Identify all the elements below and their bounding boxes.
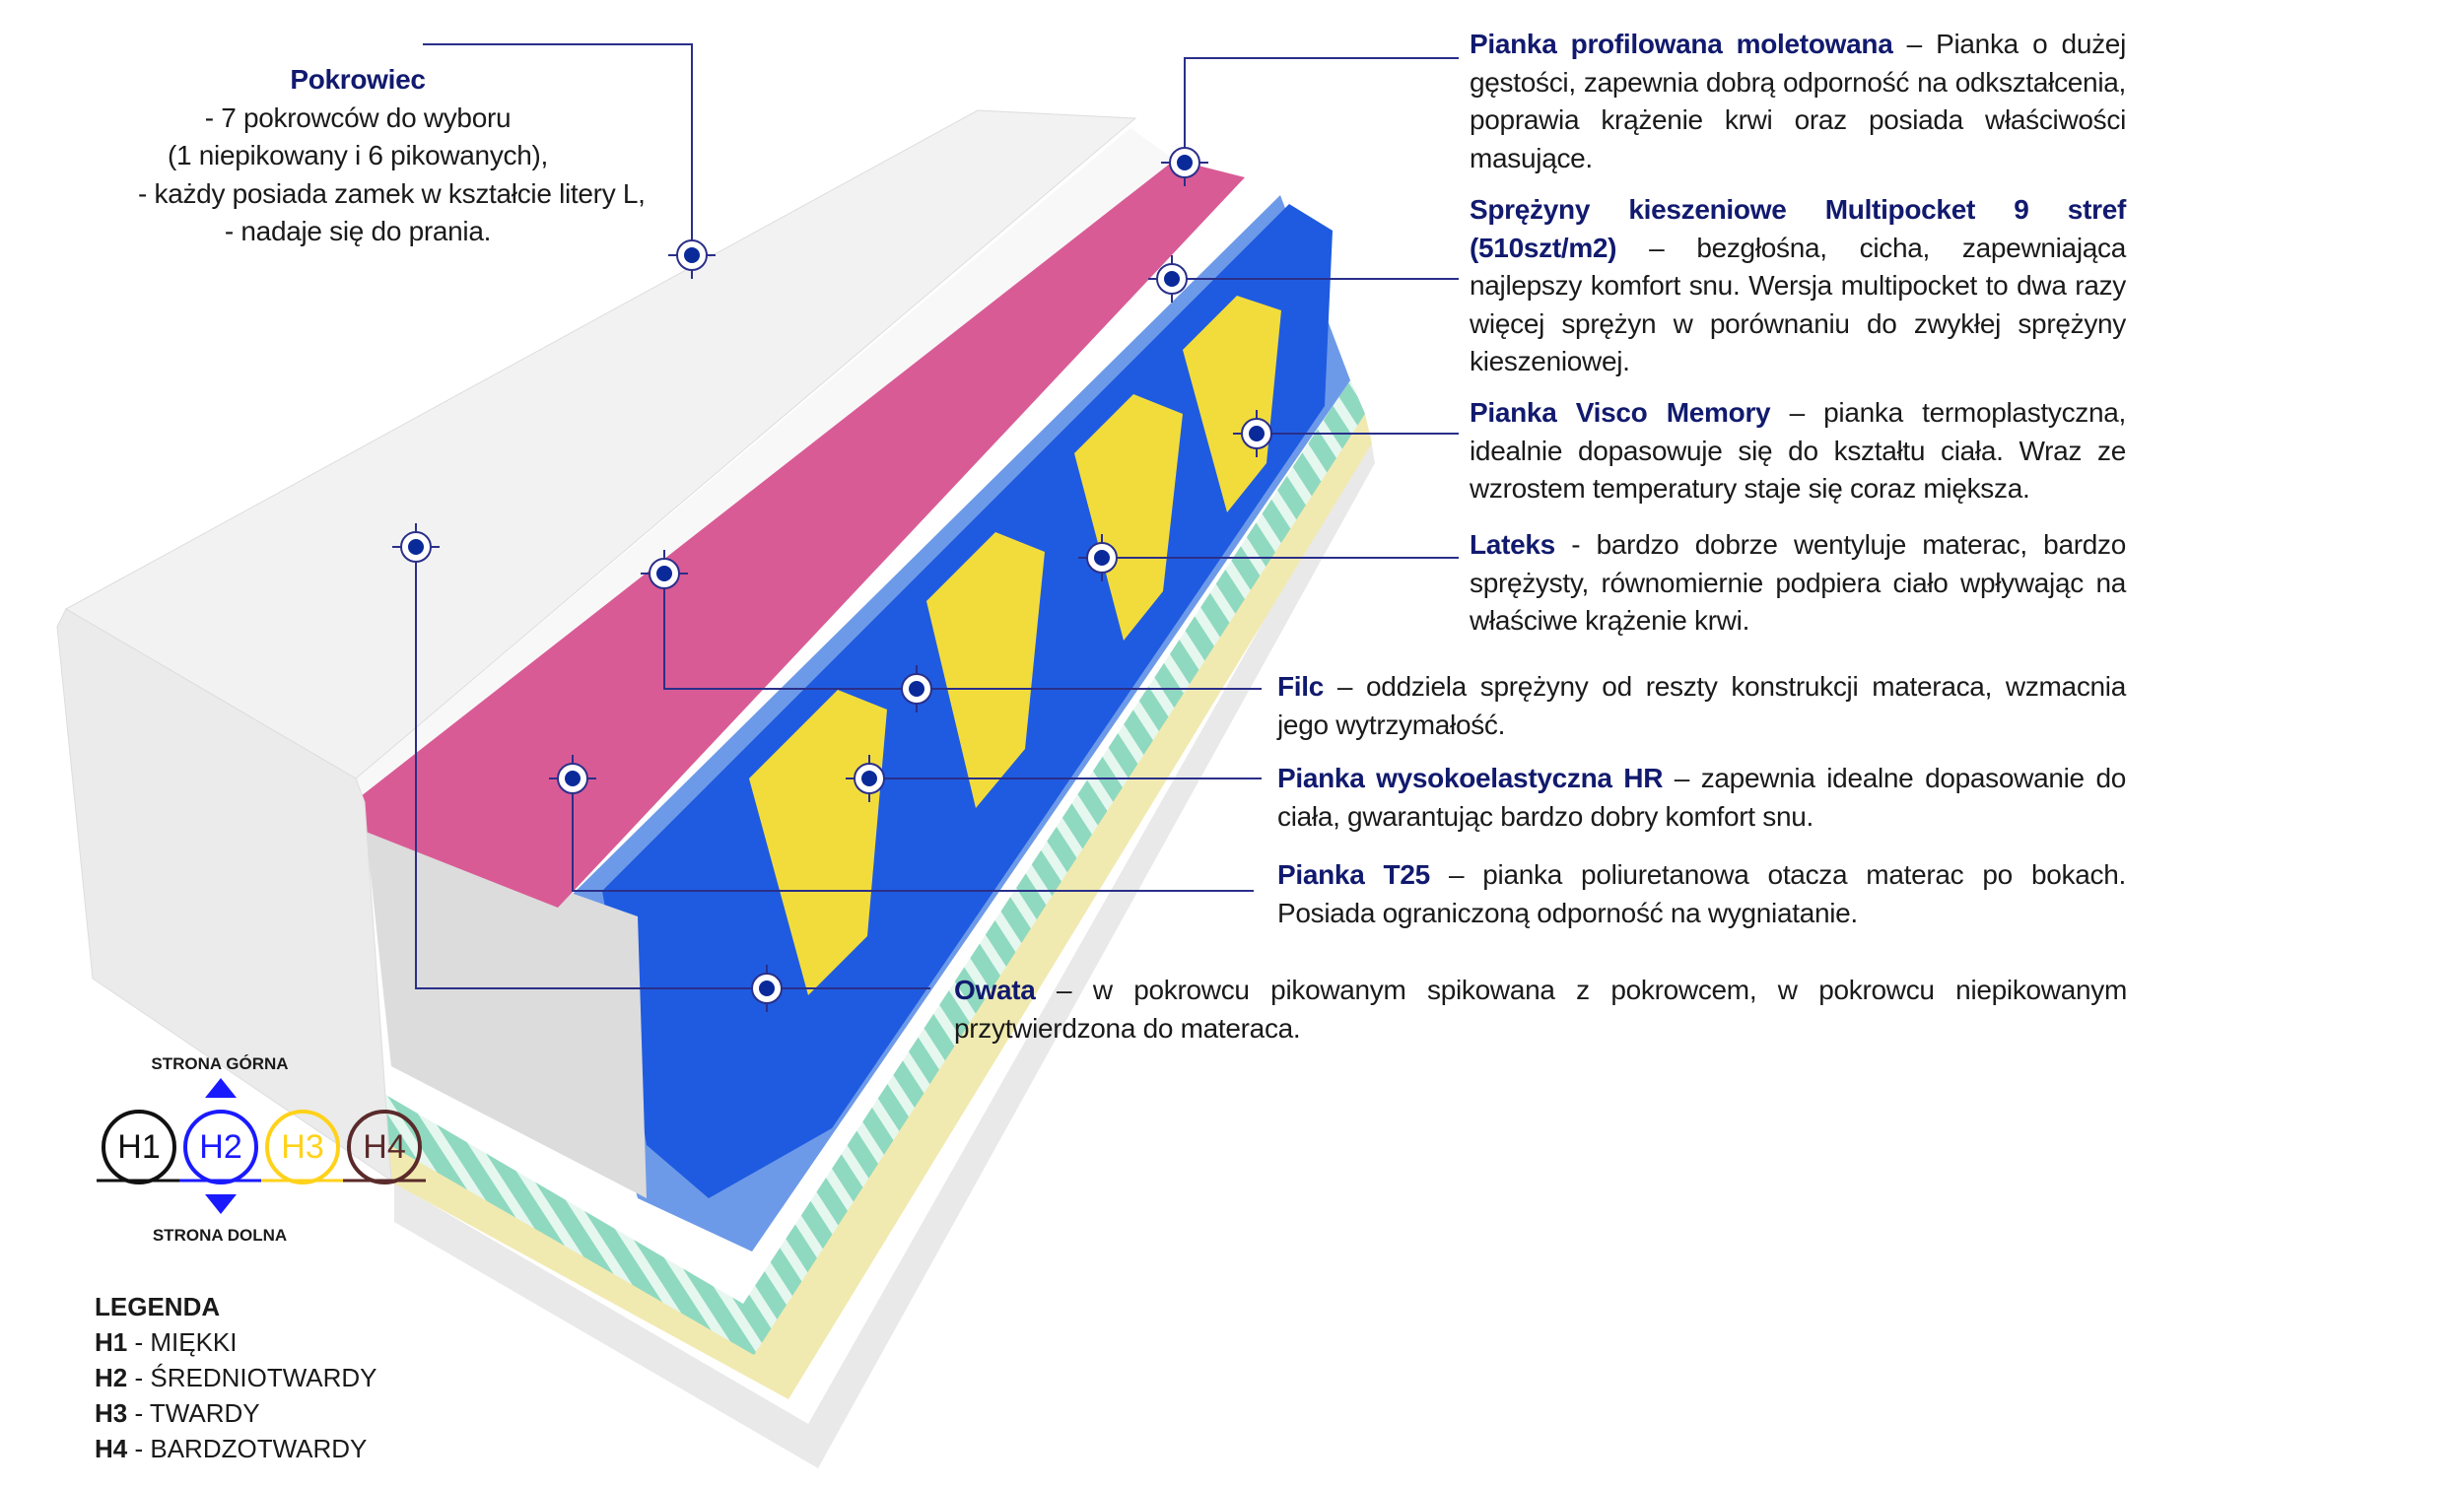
layer-text: – pianka termoplastyczna, idealnie dopas…	[1470, 397, 2126, 504]
layer-title: Owata	[954, 975, 1036, 1005]
target-marker-icon	[1161, 139, 1208, 186]
layer-latex: Lateks - bardzo dobrze wentyluje materac…	[1470, 526, 2126, 641]
cover-description: Pokrowiec - 7 pokrowców do wyboru (1 nie…	[138, 61, 646, 251]
firmness-h3: H3	[265, 1110, 340, 1184]
spring-zone-yellow	[1183, 296, 1281, 512]
layer-text: – oddziela sprężyny od reszty konstrukcj…	[1277, 671, 2126, 740]
legend-title: LEGENDA	[95, 1292, 221, 1321]
target-marker-icon	[641, 550, 688, 597]
legend-item: H1 - MIĘKKI	[95, 1327, 238, 1357]
layer-felt: Filc – oddziela sprężyny od reszty konst…	[1277, 668, 2126, 744]
legend: LEGENDA H1 - MIĘKKI H2 - ŚREDNIOTWARDY H…	[95, 1289, 377, 1466]
layer-title: Pianka T25	[1277, 859, 1430, 890]
target-marker-icon	[668, 232, 716, 279]
spring-zone-yellow	[1074, 394, 1183, 641]
target-marker-icon	[392, 523, 440, 571]
target-marker-icon	[1078, 534, 1126, 581]
hr-foam-layer	[382, 379, 1365, 1355]
spring-zone-yellow	[926, 532, 1045, 808]
firmness-h4: H4	[347, 1110, 422, 1184]
target-marker-icon	[1148, 255, 1196, 303]
cover-line: (1 niepikowany i 6 pikowanych),	[167, 140, 548, 170]
target-marker-icon	[549, 755, 596, 802]
cover-line: - każdy posiada zamek w kształcie litery…	[138, 177, 646, 209]
target-marker-icon	[743, 965, 790, 1012]
layer-hr-foam: Pianka wysokoelastyczna HR – zapewnia id…	[1277, 760, 2126, 836]
firmness-indicators	[97, 1078, 426, 1214]
visco-layer	[356, 128, 1175, 800]
layer-text: - bardzo dobrze wentyluje materac, bardz…	[1470, 529, 2126, 636]
leader-lines	[415, 43, 1459, 989]
pocket-springs	[602, 204, 1333, 1198]
firmness-h2: H2	[183, 1110, 258, 1184]
layer-pocket-springs: Sprężyny kieszeniowe Multipocket 9 stref…	[1470, 191, 2126, 381]
arrow-up-icon	[205, 1078, 237, 1098]
layer-text: – pianka poliuretanowa otacza materac po…	[1277, 859, 2126, 928]
layer-text: – zapewnia idealne dopasowanie do ciała,…	[1277, 763, 2126, 832]
layer-t25: Pianka T25 – pianka poliuretanowa otacza…	[1277, 856, 2126, 932]
cover-line: - nadaje się do prania.	[224, 216, 492, 246]
layer-title: Filc	[1277, 671, 1325, 702]
profiled-foam-layer	[356, 160, 1245, 908]
arrow-down-icon	[205, 1194, 237, 1214]
layer-visco: Pianka Visco Memory – pianka termoplasty…	[1470, 394, 2126, 508]
layer-text: – Pianka o dużej gęstości, zapewnia dobr…	[1470, 29, 2126, 173]
cover-line: - 7 pokrowców do wyboru	[204, 101, 512, 133]
layer-title: Lateks	[1470, 529, 1555, 560]
firmness-h1: H1	[102, 1110, 176, 1184]
layer-title: Pianka wysokoelastyczna HR	[1277, 763, 1664, 793]
legend-item: H3 - TWARDY	[95, 1398, 260, 1428]
side-foam	[365, 820, 647, 1198]
layer-title: Pianka Visco Memory	[1470, 397, 1771, 428]
layer-title: Pianka profilowana moletowana	[1470, 29, 1893, 59]
target-marker-icon	[846, 755, 893, 802]
cover-side	[56, 608, 392, 1182]
spring-zone-yellow	[749, 690, 887, 995]
legend-item: H2 - ŚREDNIOTWARDY	[95, 1363, 377, 1392]
bottom-side-label: STRONA DOLNA	[152, 1226, 288, 1245]
target-marker-icon	[893, 665, 940, 712]
cover-title: Pokrowiec	[290, 64, 426, 95]
top-side-label: STRONA GÓRNA	[151, 1054, 289, 1073]
layer-text: – bezgłośna, cicha, zapewniająca najleps…	[1470, 232, 2126, 377]
target-marker-icon	[1233, 410, 1280, 457]
layer-text: – w pokrowcu pikowanym spikowana z pokro…	[954, 975, 2127, 1044]
layer-wadding: Owata – w pokrowcu pikowanym spikowana z…	[954, 972, 2127, 1048]
t25-foam-layer	[386, 414, 1372, 1399]
layer-title: Sprężyny kieszeniowe Multipocket 9 stref…	[1470, 194, 2126, 263]
layer-profiled-foam: Pianka profilowana moletowana – Pianka o…	[1470, 26, 2126, 177]
legend-item: H4 - BARDZOTWARDY	[95, 1434, 368, 1463]
